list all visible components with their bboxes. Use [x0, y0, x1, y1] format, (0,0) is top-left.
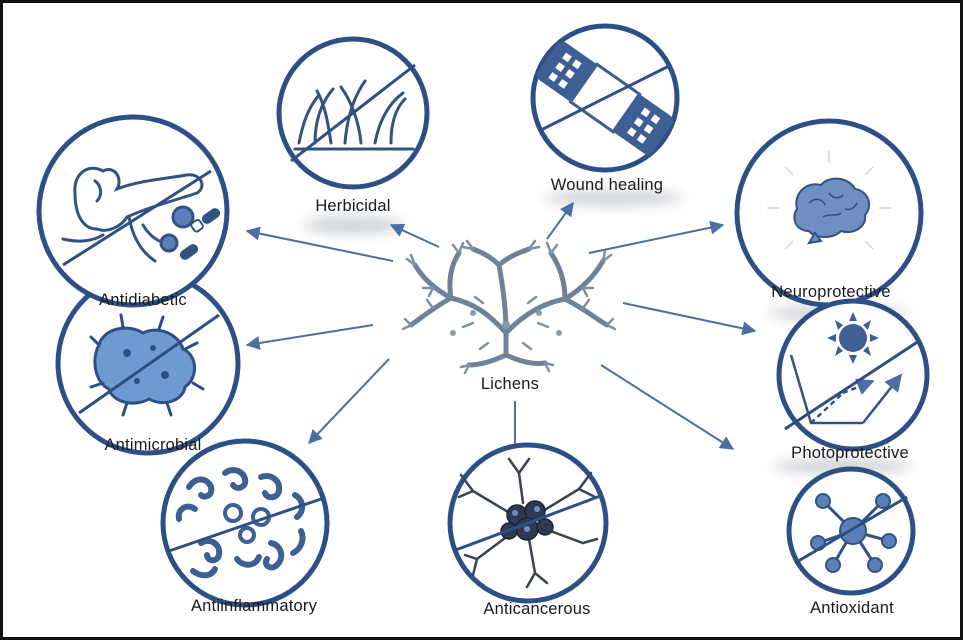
- label-herbicidal: Herbicidal: [315, 197, 391, 215]
- pancreas-pills-icon: [61, 166, 204, 263]
- anticancerous-node: [447, 442, 609, 604]
- label-anticancerous: Anticancerous: [483, 600, 591, 618]
- label-antioxidant: Antioxidant: [810, 599, 894, 617]
- label-antiinflammatory: Antiinflammatory: [190, 597, 318, 615]
- diagram-canvas: [36, 23, 930, 608]
- arrow-to-antiinflammatory: [308, 358, 390, 445]
- arrows: [245, 201, 757, 459]
- label-wound-healing: Wound healing: [550, 176, 664, 194]
- arrow-to-wound-healing: [546, 201, 574, 240]
- brain-icon: [767, 151, 891, 250]
- photoprotective-node: [776, 298, 930, 452]
- center-label-lichens: Lichens: [480, 375, 540, 393]
- sun-reflection-icon: [789, 312, 903, 425]
- arrow-to-photoprotective: [622, 302, 757, 336]
- arrow-to-antidiabetic: [245, 226, 394, 262]
- molecule-icon: [810, 493, 897, 573]
- arrow-to-neuroprotective: [588, 220, 725, 254]
- label-photoprotective: Photoprotective: [791, 444, 909, 462]
- label-antimicrobial: Antimicrobial: [104, 436, 202, 454]
- neuroprotective-node: [734, 118, 924, 308]
- pills-icon: [179, 208, 221, 260]
- label-antidiabetic: Antidiabetic: [99, 291, 187, 309]
- inflamed-tissue-icon: [175, 467, 306, 579]
- wound-healing-node: [530, 23, 680, 173]
- label-neuroprotective: Neuroprotective: [771, 283, 891, 301]
- lichen-thallus-icon: [401, 239, 617, 375]
- antidiabetic-node: [36, 114, 230, 308]
- arrow-to-herbicidal: [389, 223, 440, 248]
- arrow-to-antimicrobial: [245, 324, 374, 350]
- herbicidal-node: [276, 36, 430, 190]
- antioxidant-node: [786, 466, 916, 596]
- antiinflammatory-node: [160, 438, 330, 608]
- arrow-to-antioxidant: [600, 364, 735, 450]
